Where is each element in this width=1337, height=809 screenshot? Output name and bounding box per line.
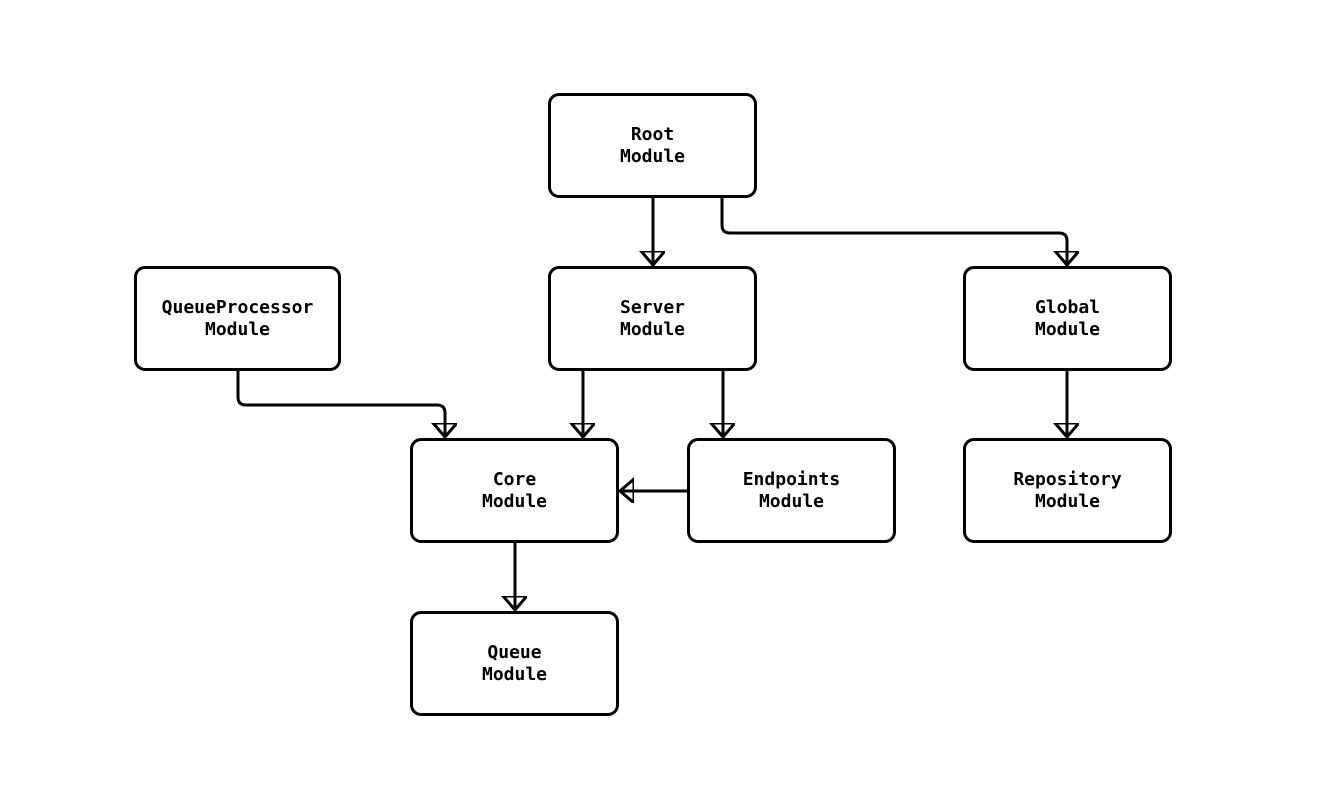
node-endpoints-module: Endpoints Module [687,438,896,543]
edge-root-global [720,198,1067,264]
edge-queueprocessor-core [236,371,445,436]
node-queueprocessor-module: QueueProcessor Module [134,266,341,371]
node-core-module: Core Module [410,438,619,543]
node-server-module: Server Module [548,266,757,371]
node-queue-module: Queue Module [410,611,619,716]
node-root-module: Root Module [548,93,757,198]
node-global-module: Global Module [963,266,1172,371]
node-repository-module: Repository Module [963,438,1172,543]
